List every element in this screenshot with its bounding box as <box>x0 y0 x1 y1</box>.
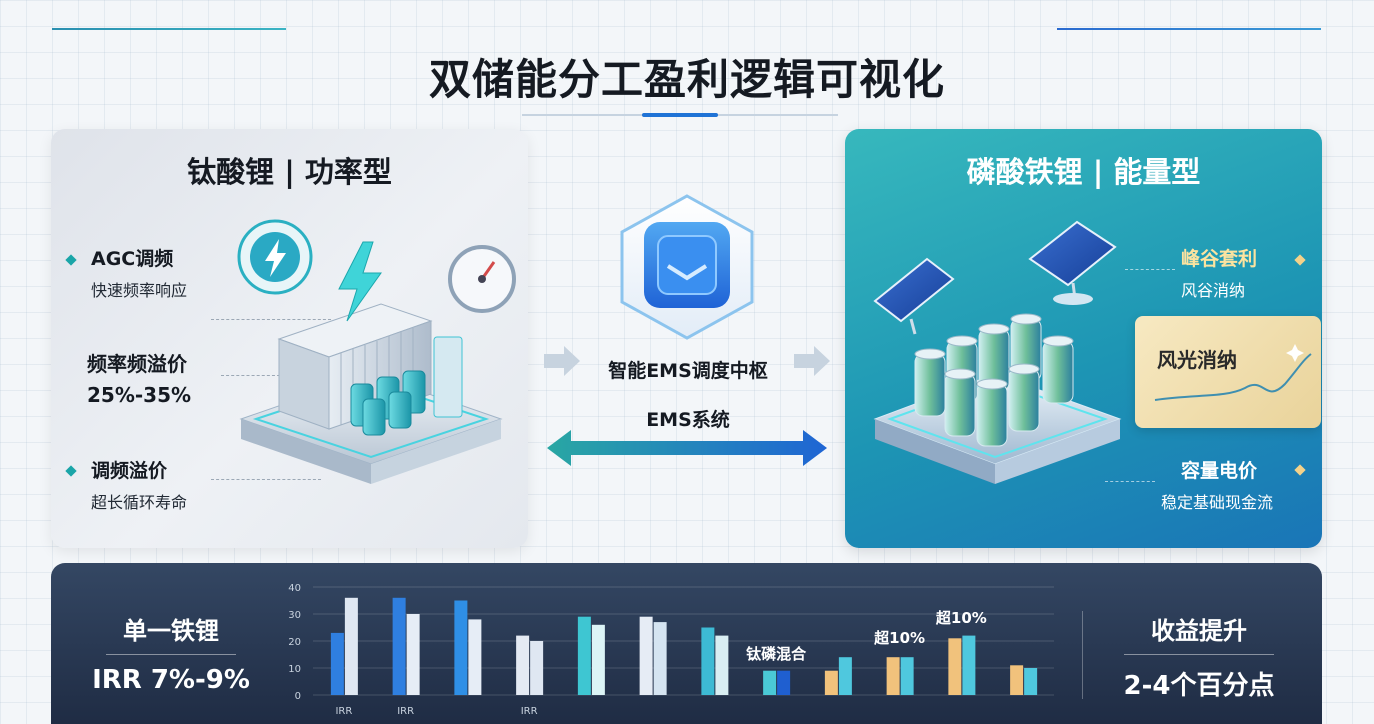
panel-title-lto: 钛酸锂 | 功率型 <box>187 155 392 189</box>
connector-line <box>211 479 321 480</box>
divider <box>106 654 236 655</box>
ems-hub-icon <box>620 194 754 340</box>
summary-value: IRR 7%-9% <box>92 665 250 695</box>
chart-bar <box>406 614 420 695</box>
x-tick-label: IRR <box>397 706 414 717</box>
ems-hub-label: 智能EMS调度中枢 <box>608 360 768 382</box>
chart-annotation: 钛磷混合 <box>746 645 807 663</box>
lto-storage-illustration <box>237 219 516 484</box>
connector-line <box>1105 481 1155 482</box>
feature-freq-premium: 频率频溢价 25%-35% <box>87 348 191 407</box>
ems-system-label: EMS系统 <box>646 409 730 431</box>
chart-annotation: 超10% <box>873 629 925 647</box>
x-tick-label: IRR <box>521 706 538 717</box>
top-accent-line-right <box>1057 28 1321 30</box>
feature-capacity-price: 容量电价 稳定基础现金流 <box>1161 456 1273 513</box>
lto-power-panel: 钛酸锂 | 功率型 AGC调频 快速频率响应 频率频溢价 25%-35% 调频溢… <box>51 129 528 548</box>
chart-bar <box>701 627 715 695</box>
arrow-right-icon <box>544 346 580 376</box>
chart-bar <box>454 600 468 695</box>
gain-summary: 收益提升 2-4个百分点 <box>1109 611 1289 702</box>
page-title: 双储能分工盈利逻辑可视化 <box>428 55 945 104</box>
wind-solar-card: 风光消纳 <box>1135 316 1321 428</box>
chart-bar <box>763 670 777 695</box>
feature-heading: 峰谷套利 <box>1181 248 1258 270</box>
feature-sub: 25%-35% <box>87 383 192 407</box>
chart-bar <box>886 657 900 695</box>
chart-bar <box>962 635 976 695</box>
feature-sub: 稳定基础现金流 <box>1161 493 1274 512</box>
feature-heading: 调频溢价 <box>91 460 168 482</box>
chart-bar <box>1024 668 1038 695</box>
lfp-energy-panel: 磷酸铁锂 | 能量型 峰谷套利 风谷消纳 <box>845 129 1322 548</box>
feature-sub: 快速频率响应 <box>91 281 188 300</box>
panel-title-lfp: 磷酸铁锂 | 能量型 <box>966 155 1201 189</box>
y-tick-label: 30 <box>288 610 301 621</box>
feature-sub: 风谷消纳 <box>1181 281 1246 300</box>
top-accent-line-left <box>52 28 286 30</box>
x-tick-label: IRR <box>335 706 352 717</box>
chart-bar <box>330 632 344 695</box>
chart-bar <box>577 616 591 695</box>
chart-bar <box>591 624 605 695</box>
chart-bar <box>900 657 914 695</box>
chart-bar <box>392 597 406 695</box>
feature-sub: 超长循环寿命 <box>91 493 188 512</box>
feature-peak-arbitrage: 峰谷套利 风谷消纳 <box>1181 244 1257 301</box>
chart-bar <box>715 635 729 695</box>
feature-heading: 频率频溢价 <box>87 352 187 376</box>
single-lfp-summary: 单一铁锂 IRR 7%-9% <box>91 611 251 695</box>
title-underline <box>522 113 838 117</box>
divider <box>1082 611 1083 699</box>
summary-heading: 收益提升 <box>1151 617 1247 645</box>
chart-bar <box>468 619 482 695</box>
feature-heading: 容量电价 <box>1181 460 1258 482</box>
connector-line <box>1125 269 1175 270</box>
lfp-storage-illustration <box>873 220 1122 484</box>
y-tick-label: 40 <box>288 583 301 594</box>
y-tick-label: 10 <box>288 664 301 675</box>
arrow-right-icon <box>794 346 830 376</box>
chart-annotation: 超10% <box>935 609 987 627</box>
connector-line <box>211 319 331 320</box>
chart-bar <box>838 657 852 695</box>
chart-bar <box>639 616 653 695</box>
double-arrow-icon <box>547 430 827 466</box>
feature-heading: AGC调频 <box>91 248 174 270</box>
chart-bar <box>1010 665 1024 695</box>
connector-line <box>221 375 331 376</box>
chart-bar <box>530 641 544 695</box>
wind-card-label: 风光消纳 <box>1157 348 1237 372</box>
chart-bar <box>824 670 838 695</box>
chart-bar <box>653 622 667 695</box>
chart-bar <box>777 670 791 695</box>
feature-cycle: 调频溢价 超长循环寿命 <box>91 456 187 513</box>
chart-bar <box>948 638 962 695</box>
chart-bar <box>516 635 530 695</box>
y-tick-label: 20 <box>288 637 301 648</box>
summary-heading: 单一铁锂 <box>123 617 219 645</box>
chart-bar <box>344 597 358 695</box>
trend-line-icon <box>1154 344 1312 401</box>
summary-value: 2-4个百分点 <box>1123 671 1275 701</box>
feature-agc: AGC调频 快速频率响应 <box>91 244 187 301</box>
divider <box>1124 654 1274 655</box>
y-tick-label: 0 <box>295 691 301 702</box>
